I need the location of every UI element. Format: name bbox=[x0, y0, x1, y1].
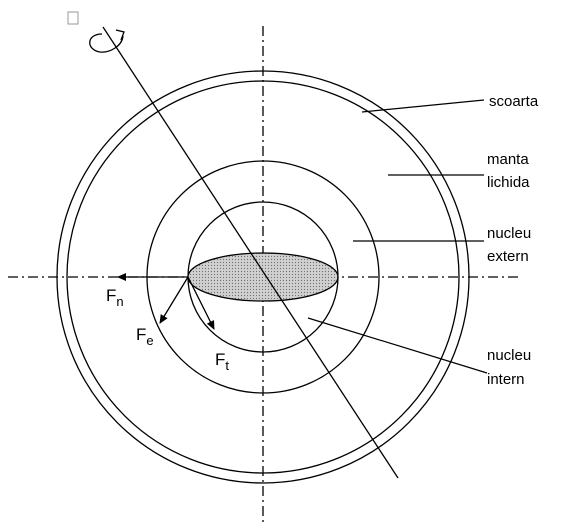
inner-core-label-line1: nucleu bbox=[487, 347, 531, 364]
inner-core-leader-line bbox=[307, 317, 488, 374]
normal-force-label: Fn bbox=[106, 286, 124, 309]
mantle-label-line1: manta bbox=[487, 151, 529, 168]
crust-leader-line bbox=[361, 99, 485, 113]
crust-outer-circle bbox=[56, 70, 470, 484]
outer-core-label-line2: extern bbox=[487, 248, 529, 265]
rotation-axis bbox=[102, 26, 399, 479]
tangential-force-label: Ft bbox=[215, 350, 229, 373]
empty-box-glyph bbox=[67, 11, 79, 25]
equatorial-plane-ellipse bbox=[187, 252, 339, 302]
outer-core-label-line1: nucleu bbox=[487, 225, 531, 242]
tangential-force-arrow bbox=[187, 276, 215, 330]
centrifugal-force-arrow bbox=[159, 276, 189, 324]
centrifugal-force-label: Fe bbox=[136, 325, 154, 348]
crust-inner-circle bbox=[66, 80, 460, 474]
inner-core-label-line2: intern bbox=[487, 371, 525, 388]
rotation-arrow-icon bbox=[89, 29, 125, 53]
crust-label: scoarta bbox=[489, 93, 539, 110]
mantle-label-line2: lichida bbox=[487, 174, 530, 191]
